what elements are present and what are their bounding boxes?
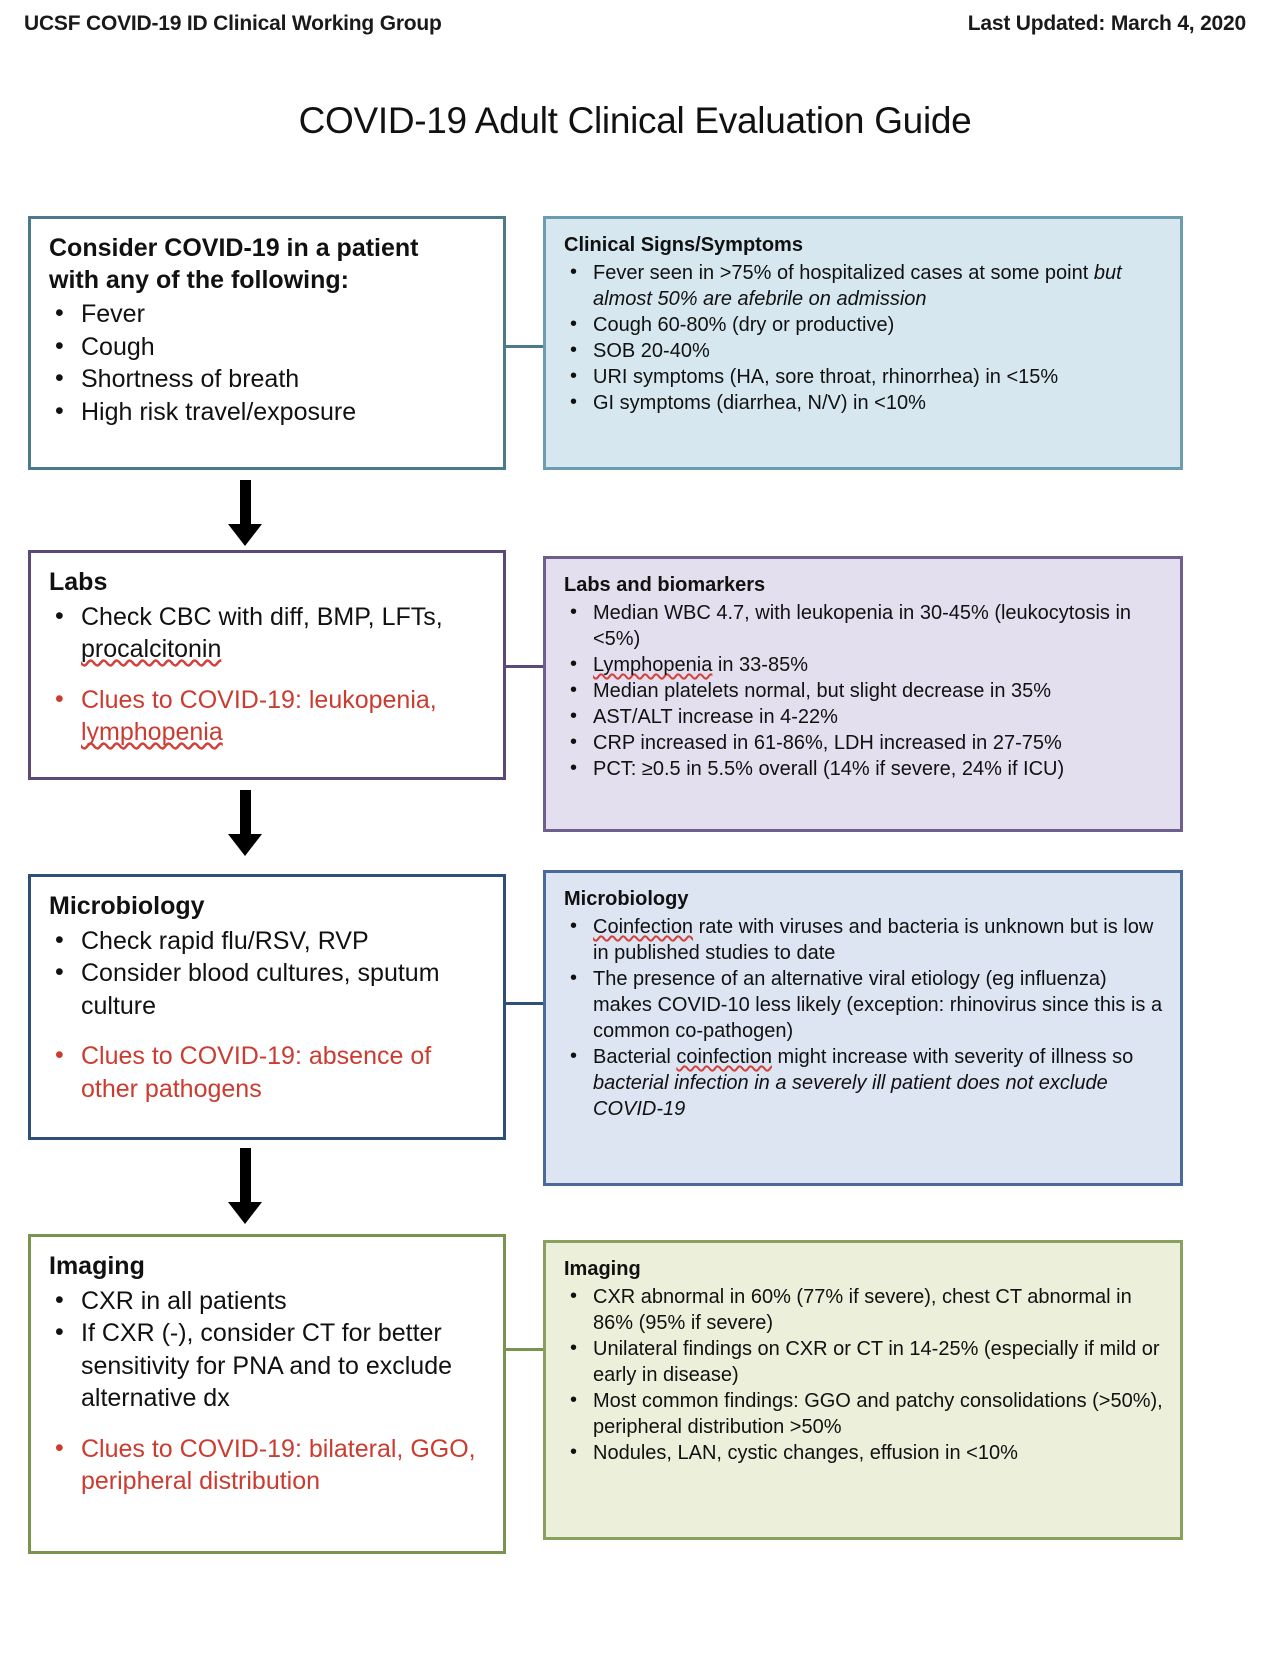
list-item: Shortness of breath bbox=[49, 362, 487, 396]
node-microbiology-left: Microbiology Check rapid flu/RSV, RVP Co… bbox=[28, 874, 506, 1140]
bullet-text: Fever seen in >75% of hospitalized cases… bbox=[593, 262, 1094, 284]
imaging-clue-line1: Clues to COVID-19: bilateral, bbox=[81, 1434, 404, 1463]
list-item: Cough bbox=[49, 330, 487, 364]
biomarkers-bullet-list: Median WBC 4.7, with leukopenia in 30-45… bbox=[564, 599, 1164, 782]
micro-right-bullet-list: Coinfection rate with viruses and bacter… bbox=[564, 913, 1164, 1122]
list-item: Bacterial coinfection might increase wit… bbox=[564, 1043, 1164, 1122]
signs-heading: Clinical Signs/Symptoms bbox=[564, 234, 803, 256]
connector-labs-to-biomarkers bbox=[506, 665, 546, 668]
labs-clue-line2: lymphopenia bbox=[81, 718, 223, 746]
list-item: Most common findings: GGO and patchy con… bbox=[564, 1387, 1164, 1440]
micro-clue-line1: Clues to COVID-19: absence of bbox=[81, 1042, 432, 1070]
bullet-text: rate with viruses and bacteria is unknow… bbox=[593, 916, 1154, 964]
list-item: SOB 20-40% bbox=[564, 337, 1164, 364]
biomarkers-heading: Labs and biomarkers bbox=[564, 574, 766, 596]
biomarkers-squiggle-word: Lymphopenia bbox=[593, 654, 713, 676]
connector-consider-to-signs bbox=[506, 345, 546, 348]
list-item: Consider blood cultures, sputum culture bbox=[49, 956, 487, 1022]
list-item: CXR in all patients bbox=[49, 1284, 487, 1318]
list-item: URI symptoms (HA, sore throat, rhinorrhe… bbox=[564, 363, 1164, 390]
list-item: If CXR (-), consider CT for better sensi… bbox=[49, 1316, 487, 1415]
micro-left-heading: Microbiology bbox=[49, 892, 205, 920]
bullet-emphasis: but almost 50% are afebrile on admission bbox=[593, 262, 1122, 310]
list-item: Unilateral findings on CXR or CT in 14-2… bbox=[564, 1335, 1164, 1388]
list-item: PCT: ≥0.5 in 5.5% overall (14% if severe… bbox=[564, 755, 1164, 782]
page-title: COVID-19 Adult Clinical Evaluation Guide bbox=[298, 100, 972, 141]
imaging-left-clue: Clues to COVID-19: bilateral, GGO, perip… bbox=[49, 1432, 487, 1498]
list-item: CRP increased in 61-86%, LDH increased i… bbox=[564, 729, 1164, 756]
list-item: CXR abnormal in 60% (77% if severe), che… bbox=[564, 1283, 1164, 1336]
list-item: Check rapid flu/RSV, RVP bbox=[49, 924, 487, 958]
list-item: Check CBC with diff, BMP, LFTs, procalci… bbox=[49, 600, 487, 666]
list-item: Median platelets normal, but slight decr… bbox=[564, 677, 1164, 704]
arrow-microbiology-to-imaging bbox=[228, 1148, 262, 1226]
labs-clue: Clues to COVID-19: leukopenia, lymphopen… bbox=[49, 683, 487, 749]
consider-heading: Consider COVID-19 in a patient with any … bbox=[49, 233, 487, 296]
micro-squiggle-word-2: coinfection bbox=[676, 1046, 772, 1068]
imaging-left-bullet-list: CXR in all patients If CXR (-), consider… bbox=[49, 1284, 487, 1498]
node-imaging-left: Imaging CXR in all patients If CXR (-), … bbox=[28, 1234, 506, 1554]
arrow-labs-to-microbiology bbox=[228, 790, 262, 856]
labs-clue-line1: Clues to COVID-19: leukopenia, bbox=[81, 685, 437, 714]
imaging-right-bullet-list: CXR abnormal in 60% (77% if severe), che… bbox=[564, 1283, 1164, 1466]
list-item: Fever bbox=[49, 297, 487, 331]
list-item: AST/ALT increase in 4-22% bbox=[564, 703, 1164, 730]
consider-bullet-list: Fever Cough Shortness of breath High ris… bbox=[49, 297, 487, 429]
arrow-consider-to-labs bbox=[228, 480, 262, 546]
node-labs: Labs Check CBC with diff, BMP, LFTs, pro… bbox=[28, 550, 506, 780]
list-item: Fever seen in >75% of hospitalized cases… bbox=[564, 259, 1164, 312]
labs-check-line2: procalcitonin bbox=[81, 635, 222, 663]
list-item: The presence of an alternative viral eti… bbox=[564, 965, 1164, 1044]
node-imaging-right: Imaging CXR abnormal in 60% (77% if seve… bbox=[543, 1240, 1183, 1540]
labs-bullet-list: Check CBC with diff, BMP, LFTs, procalci… bbox=[49, 600, 487, 749]
last-updated-label: Last Updated: March 4, 2020 bbox=[967, 12, 1246, 35]
list-item: High risk travel/exposure bbox=[49, 395, 487, 429]
imaging-right-heading: Imaging bbox=[564, 1258, 641, 1280]
micro-left-clue: Clues to COVID-19: absence of other path… bbox=[49, 1039, 487, 1105]
micro-clue-line2: other pathogens bbox=[81, 1074, 262, 1103]
list-item: Lymphopenia in 33-85% bbox=[564, 651, 1164, 678]
micro-right-heading: Microbiology bbox=[564, 888, 689, 910]
bullet-text: The presence of an alternative viral eti… bbox=[593, 968, 1163, 1042]
signs-bullet-list: Fever seen in >75% of hospitalized cases… bbox=[564, 259, 1164, 416]
org-label: UCSF COVID-19 ID Clinical Working Group bbox=[24, 12, 442, 35]
list-item: GI symptoms (diarrhea, N/V) in <10% bbox=[564, 389, 1164, 416]
list-item: Cough 60-80% (dry or productive) bbox=[564, 311, 1164, 338]
list-item: Median WBC 4.7, with leukopenia in 30-45… bbox=[564, 599, 1164, 652]
node-labs-biomarkers: Labs and biomarkers Median WBC 4.7, with… bbox=[543, 556, 1183, 832]
labs-heading: Labs bbox=[49, 568, 108, 596]
node-clinical-signs: Clinical Signs/Symptoms Fever seen in >7… bbox=[543, 216, 1183, 470]
connector-imaging-to-imaging bbox=[506, 1348, 546, 1351]
imaging-left-heading: Imaging bbox=[49, 1252, 145, 1280]
list-item: Coinfection rate with viruses and bacter… bbox=[564, 913, 1164, 966]
micro-left-bullet-list: Check rapid flu/RSV, RVP Consider blood … bbox=[49, 924, 487, 1106]
labs-check-line1: Check CBC with diff, BMP, LFTs, bbox=[81, 602, 443, 631]
bullet-emphasis: bacterial infection in a severely ill pa… bbox=[593, 1072, 1108, 1120]
imaging-clue-line2: GGO, peripheral distribution bbox=[81, 1434, 476, 1496]
connector-micro-to-micro bbox=[506, 1002, 546, 1005]
consider-heading-line1: Consider COVID-19 in a patient bbox=[49, 234, 419, 262]
consider-heading-line2: with any of the following: bbox=[49, 265, 349, 294]
node-microbiology-right: Microbiology Coinfection rate with virus… bbox=[543, 870, 1183, 1186]
document-header: UCSF COVID-19 ID Clinical Working Group … bbox=[0, 12, 1270, 52]
node-consider-covid: Consider COVID-19 in a patient with any … bbox=[28, 216, 506, 470]
micro-squiggle-word-1: Coinfection bbox=[593, 916, 694, 938]
list-item: Nodules, LAN, cystic changes, effusion i… bbox=[564, 1439, 1164, 1466]
